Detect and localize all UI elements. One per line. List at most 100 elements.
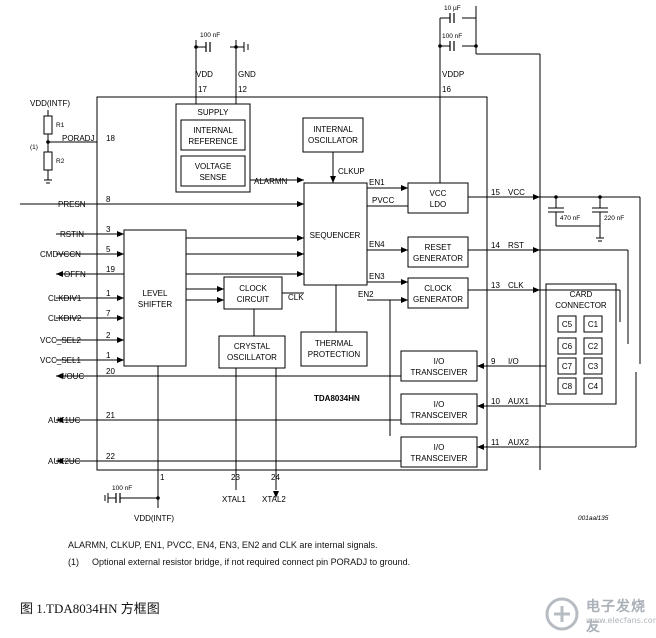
io-transceiver-block (400, 436, 478, 468)
io-transceiver-label: TRANSCEIVER (411, 368, 468, 377)
pin-name: VCC (508, 188, 525, 197)
pin-number: 5 (106, 245, 111, 254)
pin-number: 1 (160, 473, 165, 482)
pin-name: I/O (508, 357, 519, 366)
voltage-sense-label: SENSE (199, 173, 226, 182)
card-connector-label: CARD (570, 290, 593, 299)
pin-name: VCC_SEL2 (40, 336, 81, 345)
watermark: 电子发烧友 www.elecfans.com (540, 594, 656, 635)
reset-generator-label: GENERATOR (413, 254, 463, 263)
cap-label: 100 nF (442, 33, 462, 40)
io-transceiver-label: TRANSCEIVER (411, 411, 468, 420)
signal-en1: EN1 (369, 178, 385, 187)
pin-number: 15 (491, 188, 500, 197)
io-transceiver-label: TRANSCEIVER (411, 454, 468, 463)
io-transceiver-label: I/O (434, 443, 445, 452)
io-transceiver-label: I/O (434, 400, 445, 409)
pin-number: 22 (106, 452, 115, 461)
pin-number: 10 (491, 397, 500, 406)
pin-number: 14 (491, 241, 500, 250)
internal-reference-block (180, 119, 246, 151)
level-shifter-label: SHIFTER (138, 300, 172, 309)
level-shifter-block (123, 229, 187, 367)
cap-label: 10 µF (444, 5, 461, 12)
signal-clkup: CLKUP (338, 167, 365, 176)
internal-oscillator-block (302, 117, 364, 153)
clock-generator-label: CLOCK (424, 284, 452, 293)
watermark-text: 电子发烧友 (586, 599, 646, 635)
internal-reference-label: INTERNAL (193, 126, 233, 135)
pin-name: CLKDIV2 (48, 314, 82, 323)
cap-label: 470 nF (560, 215, 580, 222)
clock-generator-block (407, 277, 469, 309)
pin-name: VDD (196, 70, 213, 79)
reset-generator-block (407, 236, 469, 268)
pin-number: 1 (106, 289, 111, 298)
pin-number: 17 (198, 85, 207, 94)
pin-name: VCC_SEL1 (40, 356, 81, 365)
internal-reference-label: REFERENCE (188, 137, 237, 146)
vcc-ldo-block (407, 182, 469, 214)
thermal-protection-label: PROTECTION (308, 350, 361, 359)
pin-name: AUX2UC (48, 457, 81, 466)
note-internal-signals: ALARMN, CLKUP, EN1, PVCC, EN4, EN3, EN2 … (68, 540, 378, 550)
signal-en4: EN4 (369, 240, 385, 249)
pin-number: 2 (106, 331, 111, 340)
pin-name: RSTIN (60, 230, 84, 239)
pin-name: RST (508, 241, 524, 250)
card-contact: C7 (562, 362, 573, 371)
card-contact: C1 (588, 320, 599, 329)
voltage-sense-block (180, 155, 246, 187)
level-shifter-label: LEVEL (143, 289, 168, 298)
card-contact: C5 (562, 320, 573, 329)
pin-name: AUX1UC (48, 416, 81, 425)
signal-en3: EN3 (369, 272, 385, 281)
card-contact: C6 (562, 342, 573, 351)
internal-oscillator-label: OSCILLATOR (308, 136, 358, 145)
pin-number: 18 (106, 134, 115, 143)
vdd-intf-label: VDD(INTF) (30, 99, 70, 108)
resistor-label: R1 (56, 122, 65, 129)
crystal-oscillator-label: OSCILLATOR (227, 353, 277, 362)
voltage-sense-label: VOLTAGE (195, 162, 232, 171)
pin-number: 11 (491, 438, 500, 447)
note-number: (1) (68, 557, 79, 567)
pin-number: 3 (106, 225, 111, 234)
pin-number: 20 (106, 367, 115, 376)
supply-label: SUPPLY (198, 108, 230, 117)
sequencer-label: SEQUENCER (310, 231, 361, 240)
pin-name: AUX1 (508, 397, 529, 406)
pin-number: 8 (106, 195, 111, 204)
clock-generator-label: GENERATOR (413, 295, 463, 304)
card-contact: C4 (588, 382, 599, 391)
pin-name: OFFN (64, 270, 86, 279)
chip-outline (96, 96, 488, 471)
signal-pvcc: PVCC (372, 196, 394, 205)
watermark-url: www.elecfans.com (586, 616, 656, 625)
figure-id: 001aal135 (578, 515, 609, 522)
resistor-label: R2 (56, 158, 65, 165)
chip-name: TDA8034HN (314, 394, 360, 403)
pin-name: PORADJ (62, 134, 94, 143)
pin-name: VDDP (442, 70, 464, 79)
pin-number: 16 (442, 85, 451, 94)
pin-number: 12 (238, 85, 247, 94)
pin-name: XTAL2 (262, 495, 286, 504)
card-contact: C2 (588, 342, 599, 351)
clock-circuit-label: CIRCUIT (237, 295, 270, 304)
pin-name: XTAL1 (222, 495, 246, 504)
pin-name: CMDVCCN (40, 250, 81, 259)
vcc-ldo-label: VCC (430, 189, 447, 198)
note-text: Optional external resistor bridge, if no… (92, 557, 411, 567)
pin-number: 13 (491, 281, 500, 290)
io-transceiver-block (400, 393, 478, 425)
footnote-marker: (1) (30, 144, 38, 151)
pin-name: AUX2 (508, 438, 529, 447)
pin-name: CLK (508, 281, 524, 290)
thermal-protection-label: THERMAL (315, 339, 354, 348)
signal-alarmn: ALARMN (254, 177, 288, 186)
card-contact: C8 (562, 382, 573, 391)
pin-number: 19 (106, 265, 115, 274)
clock-circuit-label: CLOCK (239, 284, 267, 293)
cap-label: 100 nF (112, 485, 132, 492)
